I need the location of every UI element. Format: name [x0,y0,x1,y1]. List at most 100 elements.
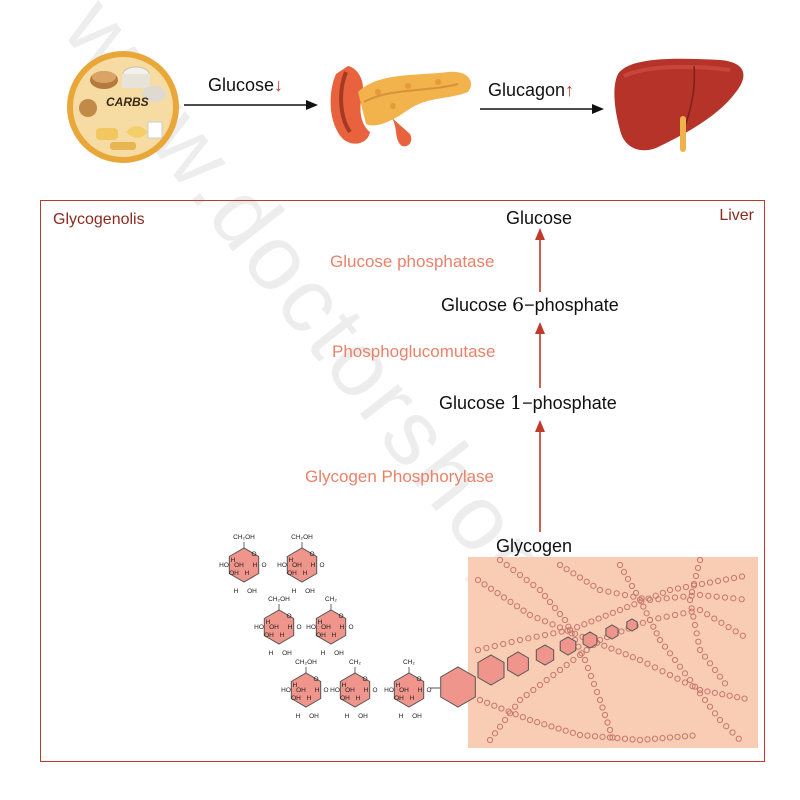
glycogen-bead [719,691,726,698]
ring-atom-label: H [289,557,294,564]
ring-atom-label: H [321,650,326,657]
ring-atom-label: O [372,687,377,694]
glycogen-bead [501,716,509,724]
glycogen-bead [565,623,572,630]
glycogen-bead [739,632,746,639]
glycogen-bead [587,672,595,680]
glycogen-bead [681,733,689,740]
glycogen-bead [533,633,540,640]
glycogen-bead [644,660,651,667]
glycogen-bead [571,630,579,637]
glycogen-bead [706,660,714,667]
glycogen-bead [691,683,699,690]
glycogen-bead [584,664,592,672]
ring-atom-label: HO [306,624,316,631]
glycogen-bead [704,688,711,695]
glycogen-bead [738,573,746,580]
ring-atom-label: OH [264,632,274,639]
glycogen-bead [696,690,704,697]
glycogen-bead [723,723,730,730]
glycogen-bead [562,727,569,734]
glycogen-bead [629,736,636,743]
glycogen-bead [507,598,514,605]
glycogen-bead [595,615,602,622]
glycogen-bead [536,586,544,594]
glycogen-bead [661,643,669,650]
glycogen-bead [543,676,550,684]
ring-atom-label: OH [334,650,344,657]
ring-hexagon [286,547,318,583]
glycogen-bead [605,588,612,595]
ring-atom-label: OH [340,695,350,702]
g6p-number: 6 [512,294,525,316]
glycogen-bead [525,635,532,642]
glycogen-bead [541,631,549,639]
enzyme-phosphoglucomutase: Phosphoglucomutase [332,342,496,361]
glycogen-bead [601,642,608,649]
glycogen-bead [604,719,611,726]
ring-hexagon [228,547,260,583]
glycogen-bead [638,598,645,605]
glycogen-bead [696,646,704,654]
glycogen-bead [583,578,590,585]
glycogen-bead [510,566,517,574]
glycogen-bead [676,663,684,670]
glycogen-bead [696,556,704,564]
ring-atom-label: O [426,687,431,694]
glycogen-bead [640,603,647,610]
glycogen-bead [513,603,521,610]
ring-atom-label: CH₂OH [291,534,313,541]
glycogen-bead [519,714,526,721]
glycogen-bead [486,736,494,744]
glycogen-bead [574,624,581,631]
ring-atom-label: H [399,713,404,720]
glycogen-bead [680,593,687,600]
glycogen-bead [520,607,527,614]
glycogen-bead [563,661,570,669]
glycogen-bead [671,594,679,601]
ring-atom-label: H [307,695,312,702]
ring-atom-label: CH₂OH [233,534,255,541]
glycogen-bead [508,638,515,646]
glycogen-hexagon [507,651,529,677]
glycogen-hexagon [626,618,638,632]
glycogen-bead [696,591,704,599]
glycogen-bead [534,615,541,622]
glycogen-bead [590,680,598,688]
glycogen-hexagon [477,654,505,686]
glycogen-bead [534,719,541,726]
glycogen-bead [721,680,729,687]
ring-atom-label: OH [394,695,404,702]
glycogen-bead [491,702,498,709]
glycogen-bead [630,593,637,600]
glycogen-bead [584,732,591,739]
glycogen-bead [620,568,628,576]
glycogen-bead [599,733,606,740]
glycogen-bead [698,580,706,588]
glucose-chain [430,618,638,708]
glycogen-bead [694,564,702,572]
ring-atom-label: H [253,562,258,569]
ring-atom-label: OH [321,624,331,631]
glycogen-bead [568,630,575,637]
glycogen-bead [691,621,699,629]
glycogen-bead [500,640,507,648]
substrate-glycogen: Glycogen [496,536,573,556]
glycogen-bead [722,576,730,583]
glycogen-bead [666,671,674,679]
glycogen-bead [686,676,694,684]
glycogen-bead [674,585,682,592]
glycogen-bead [704,611,711,618]
ring-atom-label: H [288,624,293,631]
glycogen-hexagon [559,636,577,656]
ring-atom-label: OH [292,562,302,569]
glycogen-bead [628,582,636,590]
glycogen-bead [583,646,590,654]
ring-atom-label: HO [281,687,291,694]
glycogen-bead [494,590,501,597]
glycogen-bead [645,595,652,602]
glycogen-bead [599,704,606,711]
